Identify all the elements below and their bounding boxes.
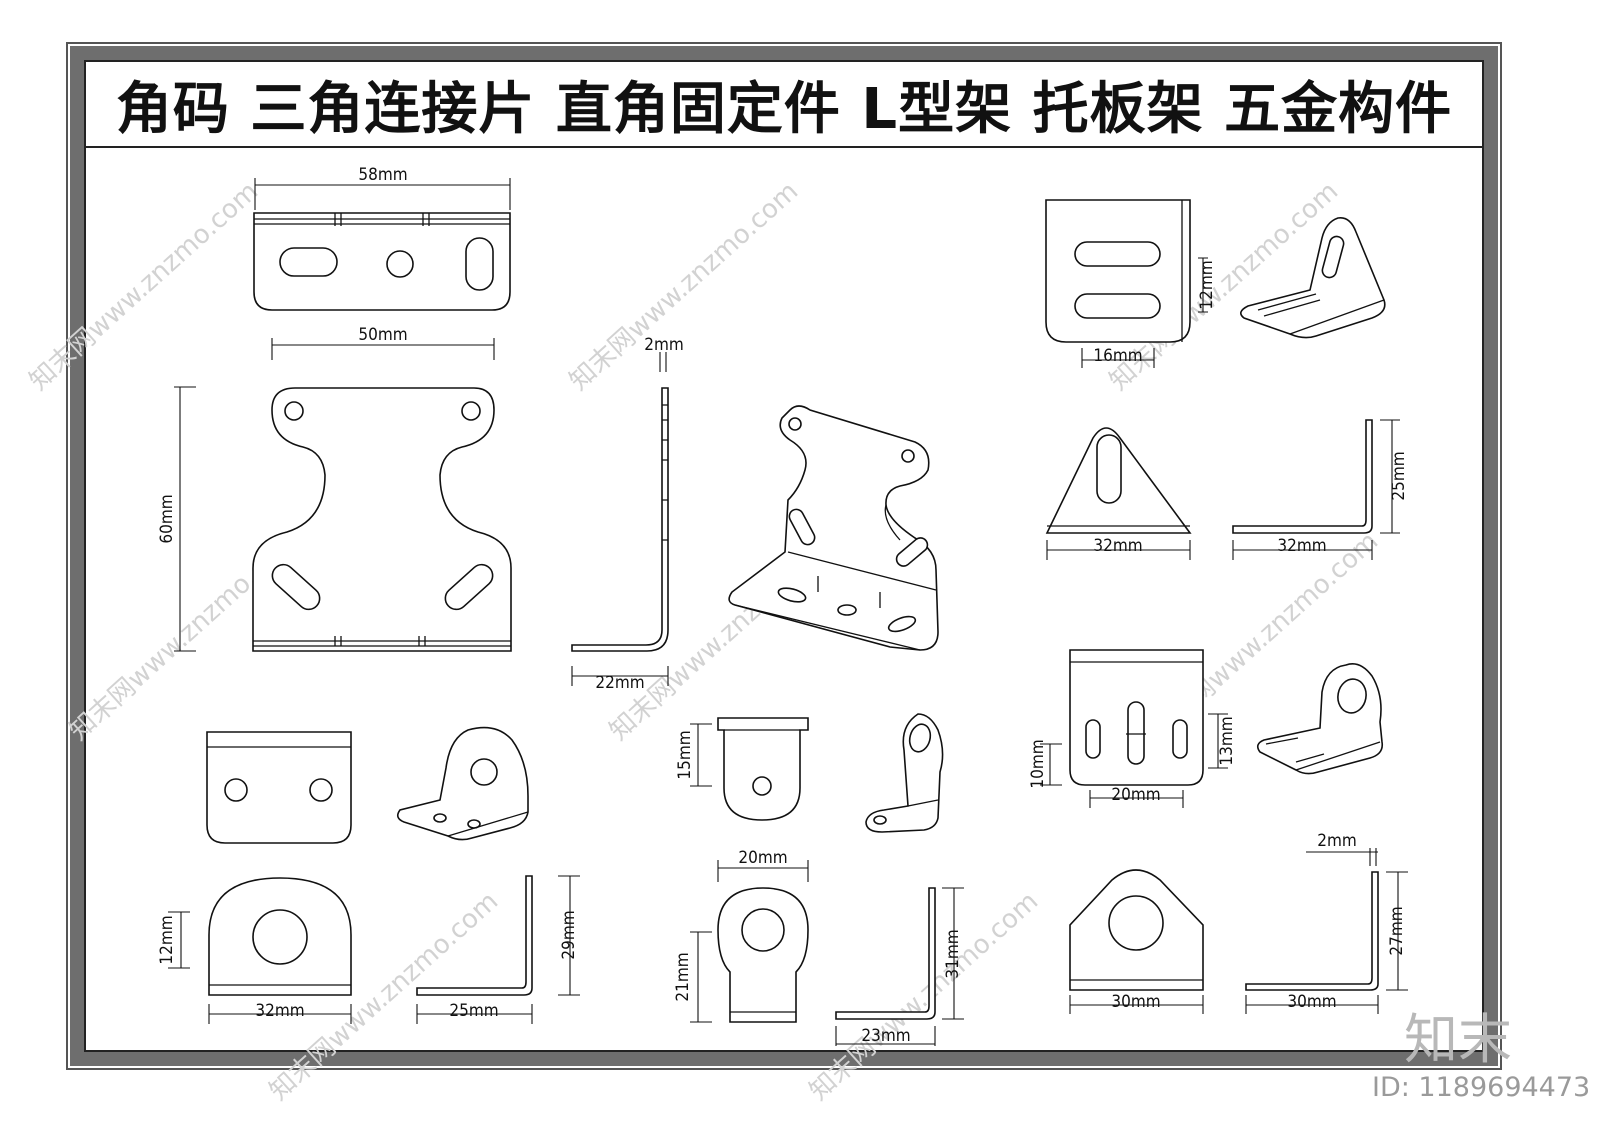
dim-bm-side-height: 31mm: [943, 929, 963, 978]
dim-br-side-height: 27mm: [1387, 906, 1407, 955]
round-hole-plate-front: 12mm 32mm: [157, 877, 352, 1024]
dim-bl-side-width: 25mm: [449, 1001, 498, 1021]
trapezoid-plate-side: 2mm 27mm 30mm: [1245, 831, 1408, 1014]
dim-bl-side-height: 29mm: [559, 910, 579, 959]
dim-bl-height: 12mm: [157, 915, 177, 964]
dim-br-side-width: 30mm: [1287, 992, 1336, 1012]
ring-bracket-isometric-right: [1256, 663, 1384, 775]
dim-side-thickness: 2mm: [644, 335, 684, 355]
dim-front-width: 50mm: [358, 325, 407, 345]
cross-slot-plate-front: 10mm 13mm 20mm: [1028, 649, 1237, 808]
trapezoid-plate-front: 30mm: [1069, 869, 1204, 1014]
dim-mr-right: 13mm: [1217, 716, 1237, 765]
dim-tr-width: 16mm: [1093, 346, 1142, 366]
dim-tri-width: 32mm: [1093, 536, 1142, 556]
page-title: 角码 三角连接片 直角固定件 L型架 托板架 五金构件: [115, 76, 1453, 142]
outer-frame: [66, 42, 1502, 1070]
slot-plate-front: 12mm 16mm: [1045, 199, 1217, 368]
frame-band: [70, 46, 1498, 1066]
slot-bracket-isometric: [1240, 216, 1386, 339]
dim-mr-left: 10mm: [1028, 739, 1048, 788]
dim-front-height: 60mm: [157, 494, 177, 543]
image-id-label: ID: 1189694473: [1372, 1072, 1591, 1103]
dim-bm-height: 21mm: [673, 952, 693, 1001]
dim-bm-width: 20mm: [738, 848, 787, 868]
dim-tri-side-height: 25mm: [1389, 451, 1409, 500]
round-hole-plate-side: 29mm 25mm: [416, 875, 580, 1024]
dim-tr-height: 12mm: [1197, 260, 1217, 309]
dim-bl-width: 32mm: [255, 1001, 304, 1021]
dim-tab-height: 15mm: [675, 730, 695, 779]
eye-plate-front: 20mm 21mm: [673, 848, 809, 1023]
tab-bracket-isometric: [865, 713, 944, 833]
title-bar: 角码 三角连接片 直角固定件 L型架 托板架 五金构件: [86, 62, 1482, 148]
dim-top-width: 58mm: [358, 165, 407, 185]
dim-mr-width: 20mm: [1111, 785, 1160, 805]
tab-plate-front: 15mm: [675, 717, 809, 821]
bracket-side-view: 2mm 22mm: [571, 335, 684, 693]
dim-br-width: 30mm: [1111, 992, 1160, 1012]
bracket-front-view: 50mm 60mm: [157, 325, 512, 652]
triangle-bracket-front: 32mm: [1045, 427, 1192, 560]
dim-side-depth: 22mm: [595, 673, 644, 693]
two-hole-plate-front: [206, 731, 352, 844]
brand-watermark: 知末: [1404, 1008, 1512, 1071]
dim-br-thickness: 2mm: [1317, 831, 1357, 851]
ring-bracket-isometric-left: [396, 726, 529, 841]
triangle-bracket-side: 25mm 32mm: [1232, 419, 1409, 560]
bracket-isometric: [728, 405, 939, 651]
dim-bm-side-width: 23mm: [861, 1026, 910, 1046]
eye-plate-side: 31mm 23mm: [835, 887, 964, 1046]
bracket-top-view: 58mm: [253, 165, 511, 311]
dim-tri-side-width: 32mm: [1277, 536, 1326, 556]
